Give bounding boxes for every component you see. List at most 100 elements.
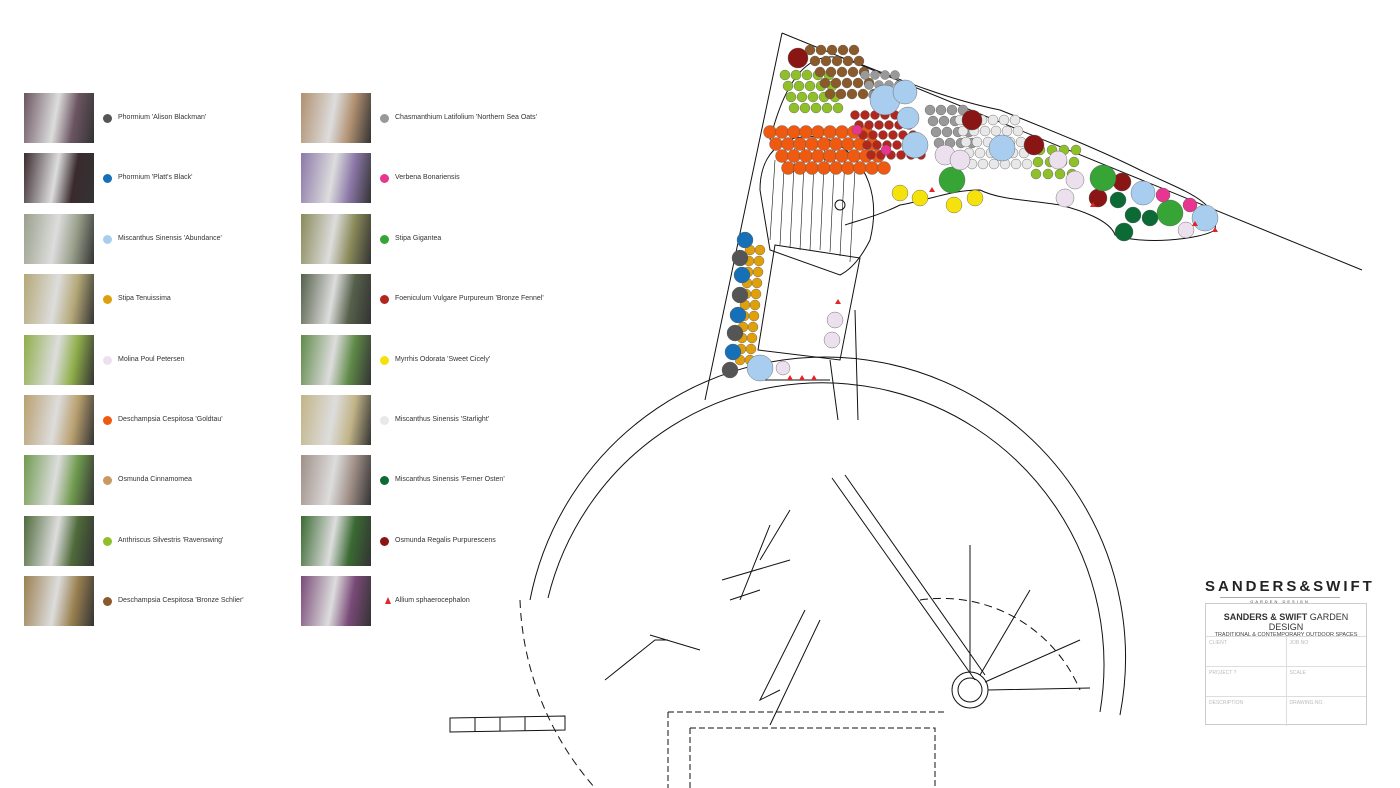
plant-marker-stipa xyxy=(750,288,762,300)
plant-marker-chasm xyxy=(927,115,939,127)
plant-marker-molina xyxy=(1065,170,1085,190)
plant-marker-abund xyxy=(746,354,774,382)
plant-marker-fennel xyxy=(872,140,882,150)
plant-marker-abund xyxy=(892,79,918,105)
plant-name: Osmunda Regalis Purpurescens xyxy=(395,536,496,544)
plant-marker-bronze xyxy=(835,88,847,100)
plant-marker-goldtau xyxy=(793,137,807,151)
plant-photo xyxy=(301,515,371,566)
plant-marker-bronze xyxy=(853,55,865,67)
plant-marker-anth xyxy=(1054,168,1066,180)
plant-marker-platt xyxy=(724,343,742,361)
house-outline xyxy=(667,711,945,788)
plant-marker-star xyxy=(990,125,1002,137)
plant-color-swatch xyxy=(103,174,112,184)
plant-marker-myrr xyxy=(966,189,984,207)
plant-marker-bronze xyxy=(852,77,864,89)
plant-marker-bronze xyxy=(819,77,831,89)
central-post xyxy=(951,671,989,709)
plant-marker-goldtau xyxy=(805,161,819,175)
plant-photo xyxy=(24,576,94,627)
plant-marker-goldtau xyxy=(817,137,831,151)
plant-marker-anth xyxy=(821,102,833,114)
field-label: DESCRIPTION xyxy=(1209,700,1244,706)
plant-marker-bronze xyxy=(857,88,869,100)
plant-marker-gig xyxy=(1156,199,1184,227)
plant-marker-alison xyxy=(726,324,744,342)
plant-marker-bronze xyxy=(814,66,826,78)
plant-color-swatch xyxy=(380,416,389,425)
plant-name: Chasmanthium Latifolium 'Northern Sea Oa… xyxy=(395,114,537,121)
plant-marker-molina xyxy=(949,149,971,171)
plant-marker-ferner xyxy=(1124,206,1142,224)
plant-marker-fennel xyxy=(874,120,884,130)
plant-photo xyxy=(301,334,371,385)
plant-name: Deschampsia Cespitosa 'Bronze Schlier' xyxy=(118,597,244,605)
plant-marker-goldtau xyxy=(835,149,849,163)
plant-marker-goldtau xyxy=(865,161,879,175)
brand-tagline: GARDEN DESIGN xyxy=(1220,597,1340,604)
plant-marker-anth xyxy=(807,91,819,103)
plant-marker-goldtau xyxy=(781,161,795,175)
plant-marker-star xyxy=(1001,125,1013,137)
allium-marker-icon xyxy=(385,597,391,605)
field-label: DRAWING NO. xyxy=(1285,697,1367,726)
plant-marker-goldtau xyxy=(799,149,813,163)
plant-photo xyxy=(24,334,94,385)
plant-marker-star xyxy=(960,136,972,148)
plant-marker-anth xyxy=(1042,168,1054,180)
plant-marker-goldtau xyxy=(829,161,843,175)
allium-marker xyxy=(835,299,841,304)
plant-marker-chasm xyxy=(941,126,953,138)
plant-marker-star xyxy=(974,147,986,159)
plant-name: Allium sphaerocephalon xyxy=(395,597,470,605)
plant-marker-alison xyxy=(731,249,749,267)
plant-marker-star xyxy=(998,114,1010,126)
plant-photo xyxy=(301,395,371,445)
plant-marker-bronze xyxy=(815,44,827,56)
plant-marker-goldtau xyxy=(877,161,891,175)
plant-marker-platt xyxy=(729,306,747,324)
dashed-arc xyxy=(519,599,596,788)
plant-marker-fennel xyxy=(862,140,872,150)
plant-marker-goldtau xyxy=(847,149,861,163)
plant-photo xyxy=(301,153,371,204)
plant-marker-star xyxy=(987,114,999,126)
plant-name: Verbena Bonariensis xyxy=(395,174,460,182)
plant-marker-bronze xyxy=(848,44,860,56)
title-block-row: PROJECT ?SCALE xyxy=(1206,667,1366,697)
plant-marker-bronze xyxy=(836,66,848,78)
plant-marker-anth xyxy=(1070,144,1082,156)
plant-marker-stipa xyxy=(745,343,757,355)
plant-marker-fennel xyxy=(868,130,878,140)
plant-photo xyxy=(301,274,371,325)
planting-markers xyxy=(721,44,1219,382)
plant-marker-chasm xyxy=(864,80,874,90)
plant-marker-chasm xyxy=(924,104,936,116)
plant-marker-bronze xyxy=(841,77,853,89)
plant-marker-verb xyxy=(851,124,863,136)
plant-marker-goldtau xyxy=(817,161,831,175)
plant-marker-anth xyxy=(796,91,808,103)
plant-name: Anthriscus Silvestris 'Ravenswing' xyxy=(118,536,224,544)
paving xyxy=(757,244,861,361)
plant-marker-bronze xyxy=(826,44,838,56)
plant-marker-platt xyxy=(736,231,754,249)
plant-marker-fennel xyxy=(866,150,876,160)
allium-marker xyxy=(1090,202,1096,207)
plant-color-swatch xyxy=(103,476,112,486)
plant-marker-star xyxy=(1010,158,1022,170)
plant-marker-bronze xyxy=(831,55,843,67)
plant-marker-chasm xyxy=(935,104,947,116)
plant-marker-goldtau xyxy=(835,125,849,139)
plant-marker-bronze xyxy=(809,55,821,67)
title-block-row: DESCRIPTION DRAWING NO. xyxy=(1206,697,1366,726)
plant-marker-bronze xyxy=(820,55,832,67)
plant-name: Osmunda Cinnamomea xyxy=(118,476,192,484)
plant-marker-stipa xyxy=(752,266,764,278)
plant-marker-fennel xyxy=(878,130,888,140)
plant-marker-goldtau xyxy=(781,137,795,151)
plant-color-swatch xyxy=(103,114,112,123)
